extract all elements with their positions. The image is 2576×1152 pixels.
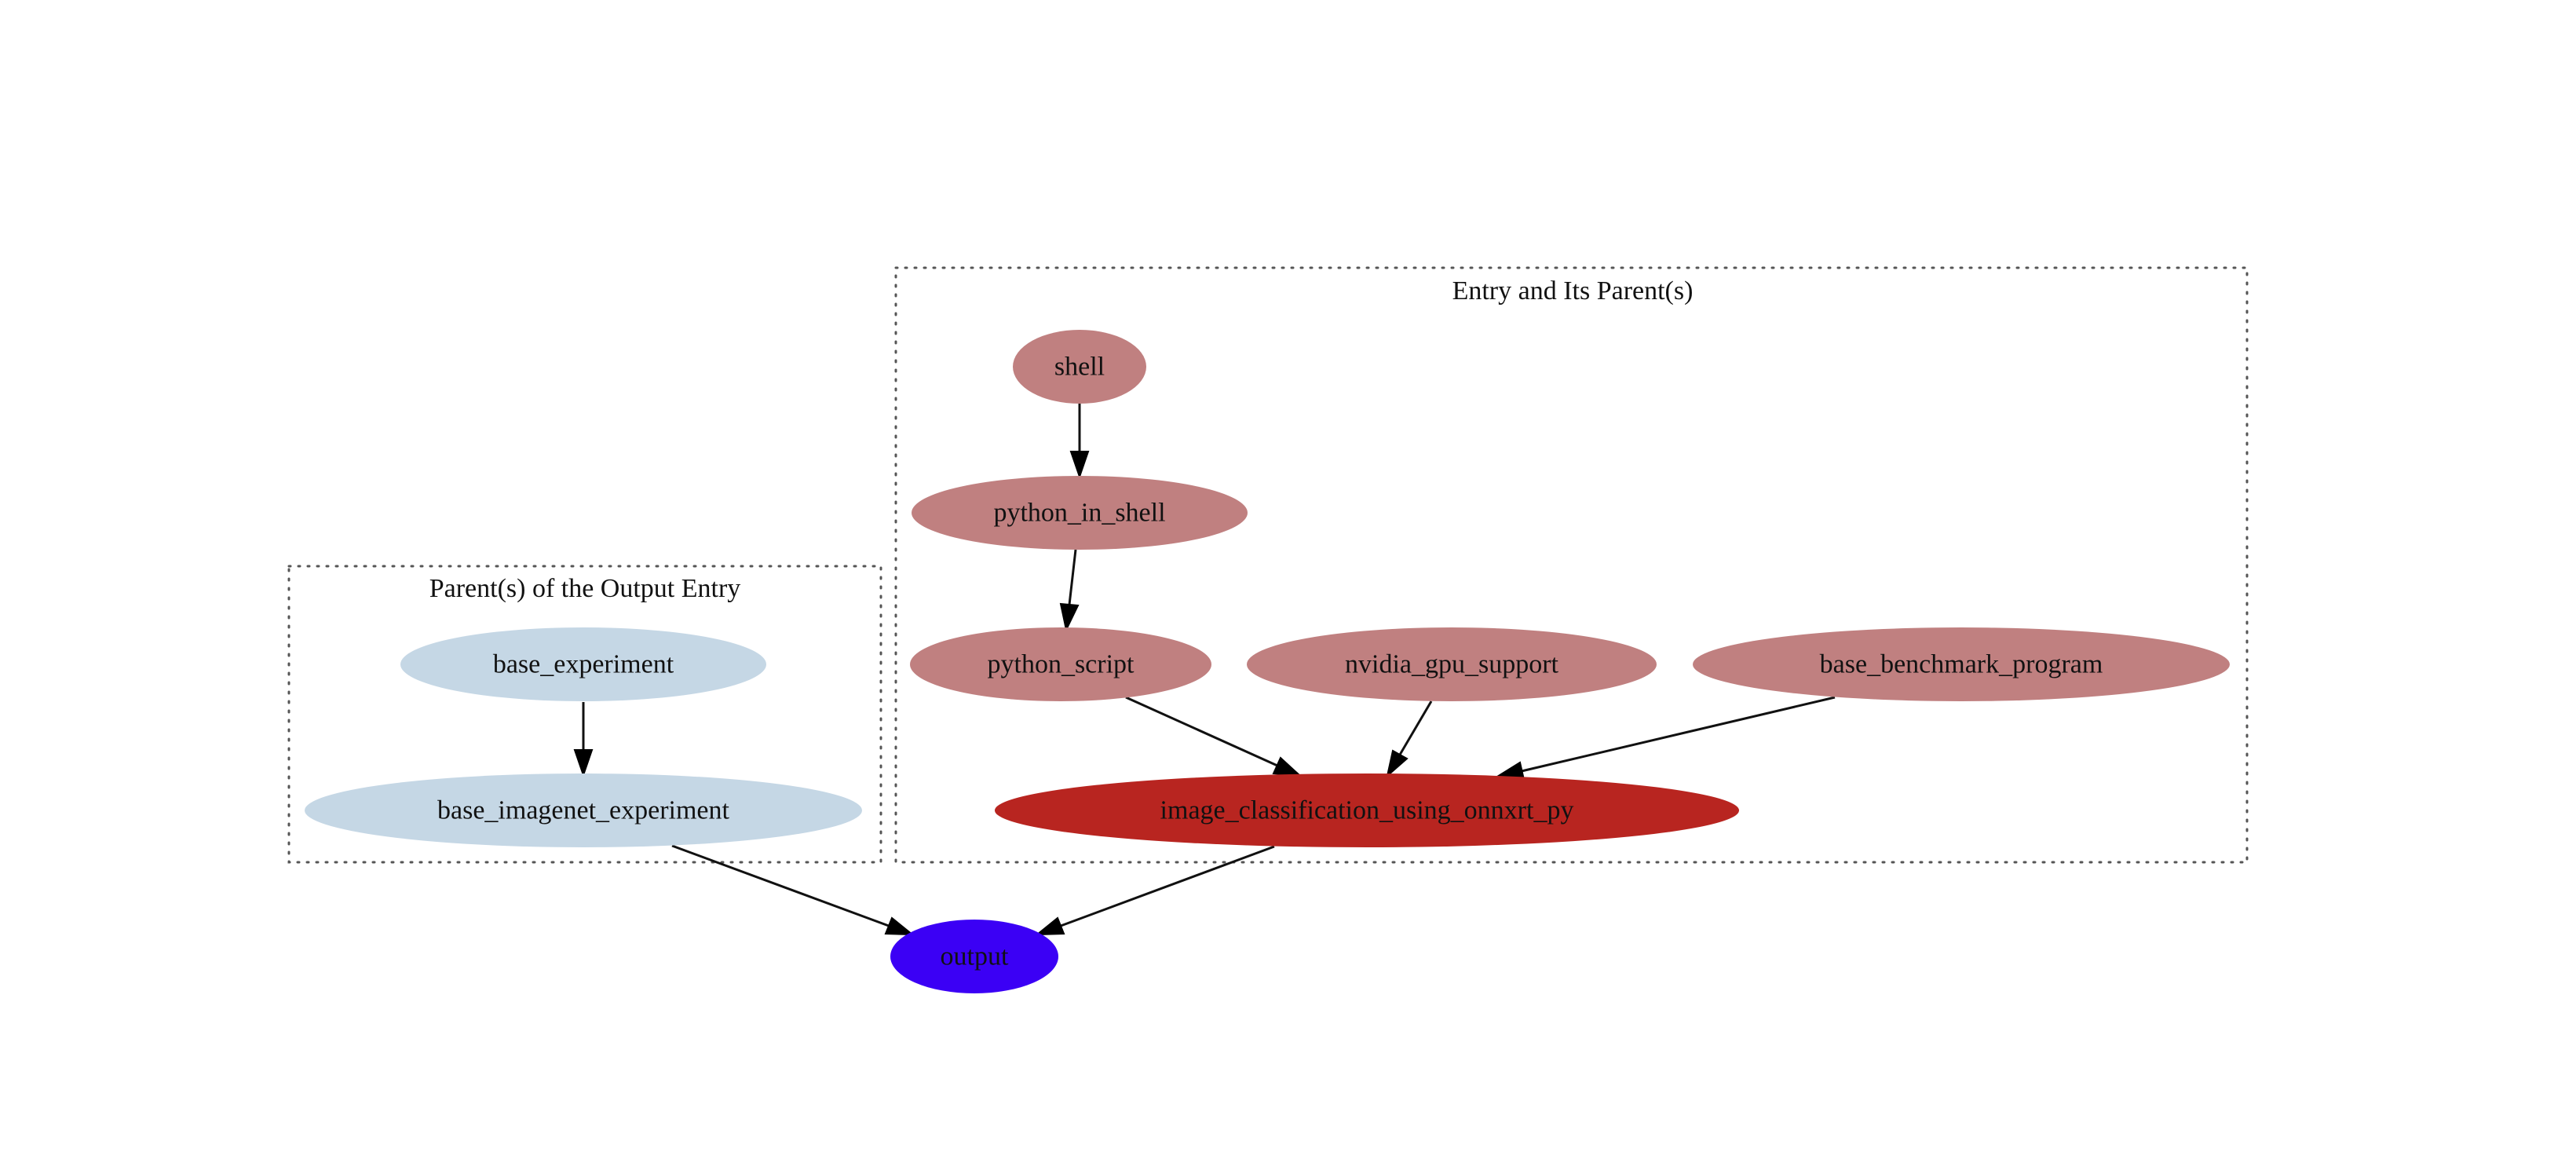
edge-image-classification-to-output (1035, 845, 1275, 936)
node-base-experiment-label: base_experiment (493, 650, 674, 679)
node-python-in-shell-shape (912, 476, 1248, 550)
cluster-output-parents-label: Parent(s) of the Output Entry (429, 574, 741, 603)
node-python-script-shape (910, 627, 1211, 701)
node-nvidia-gpu-support-label: nvidia_gpu_support (1345, 650, 1559, 679)
node-base-benchmark-program-shape (1693, 627, 2230, 701)
node-output-shape (890, 920, 1058, 993)
cluster-output-parents: Parent(s) of the Output Entry (287, 565, 882, 864)
node-python-in-shell[interactable]: python_in_shell (912, 476, 1248, 550)
node-nvidia-gpu-support-shape (1247, 627, 1657, 701)
node-shell-label: shell (1054, 353, 1105, 382)
node-python-in-shell-label: python_in_shell (993, 499, 1165, 528)
node-nvidia-gpu-support[interactable]: nvidia_gpu_support (1247, 627, 1657, 701)
node-shell-shape (1013, 330, 1146, 404)
edge-python-in-shell-to-python-script (1059, 549, 1080, 633)
node-image-classification-using-onnxrt-py[interactable]: image_classification_using_onnxrt_py (995, 773, 1739, 847)
node-image-classification-using-onnxrt-py-label: image_classification_using_onnxrt_py (1160, 796, 1574, 825)
node-python-script[interactable]: python_script (910, 627, 1211, 701)
edge-base-benchmark-program-to-image-classification (1495, 696, 1836, 781)
node-output-label: output (941, 942, 1009, 971)
cluster-entry-parents: Entry and Its Parent(s) (894, 266, 2249, 864)
node-output[interactable]: output (890, 920, 1058, 993)
cluster-entry-parents-label: Entry and Its Parent(s) (1452, 276, 1694, 305)
node-base-benchmark-program-label: base_benchmark_program (1820, 650, 2103, 679)
node-base-imagenet-experiment-shape (305, 773, 862, 847)
edge-base-experiment-to-base-imagenet-experiment (573, 702, 594, 778)
edge-nvidia-gpu-support-to-image-classification (1386, 700, 1433, 778)
node-shell[interactable]: shell (1013, 330, 1146, 404)
edge-python-script-to-image-classification (1125, 696, 1303, 777)
node-base-imagenet-experiment-label: base_imagenet_experiment (437, 796, 730, 825)
cluster-entry-parents-border (894, 266, 2249, 864)
node-image-classification-using-onnxrt-py-shape (995, 773, 1739, 847)
node-python-script-label: python_script (988, 650, 1135, 679)
node-base-experiment[interactable]: base_experiment (400, 627, 766, 701)
edge-base-imagenet-experiment-to-output (671, 844, 915, 936)
node-base-benchmark-program[interactable]: base_benchmark_program (1693, 627, 2230, 701)
nodes: shell python_in_shell python_script nvid… (305, 330, 2230, 993)
node-base-experiment-shape (400, 627, 766, 701)
node-base-imagenet-experiment[interactable]: base_imagenet_experiment (305, 773, 862, 847)
edge-shell-to-python-in-shell (1069, 404, 1090, 480)
